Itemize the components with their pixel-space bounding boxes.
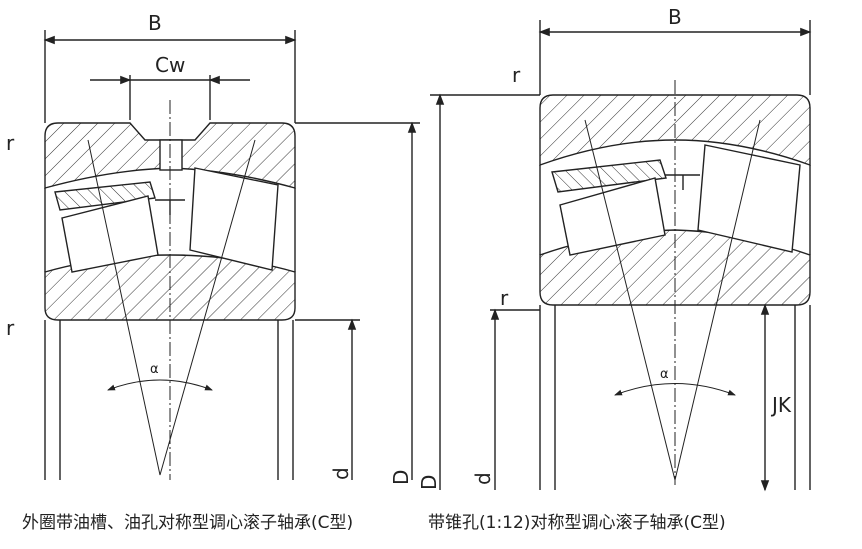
label-D-right: D	[417, 475, 441, 490]
right-bearing	[430, 20, 812, 492]
right-roller-left	[559, 177, 666, 256]
label-B-right: B	[668, 5, 682, 29]
label-JK: JK	[770, 393, 792, 417]
label-B-left: B	[148, 11, 162, 35]
label-alpha-left: α	[150, 362, 159, 377]
right-angle-arc	[614, 383, 736, 396]
label-r-left-top: r	[6, 131, 15, 155]
caption-right: 带锥孔(1:12)对称型调心滚子轴承(C型)	[428, 513, 726, 533]
left-contact-lines	[87, 139, 256, 476]
right-side-faces	[539, 165, 811, 255]
label-r-left-bottom: r	[6, 316, 15, 340]
left-extension-lines	[44, 30, 296, 123]
left-oil-hole	[159, 139, 183, 171]
caption-left: 外圈带油槽、油孔对称型调心滚子轴承(C型)	[22, 513, 354, 533]
label-D-left: D	[389, 470, 413, 485]
label-alpha-right: α	[660, 367, 669, 382]
right-roller-right	[697, 144, 801, 253]
label-d-right: d	[471, 472, 495, 485]
right-diameter-extension-lines	[430, 94, 540, 311]
left-roller-left	[61, 195, 159, 273]
left-roller-right	[189, 167, 279, 271]
left-shaft-lines	[44, 320, 294, 480]
right-cage	[551, 159, 667, 193]
left-cage	[54, 181, 156, 211]
label-r-right-bottom: r	[500, 286, 509, 310]
label-Cw: Cw	[155, 53, 185, 77]
left-angle-arc	[107, 379, 213, 391]
label-d-left: d	[329, 467, 353, 480]
left-bearing	[43, 30, 420, 480]
right-contact-lines	[584, 119, 761, 481]
left-diameter-extension-lines	[295, 122, 420, 321]
left-side-faces	[44, 188, 296, 272]
label-r-right-top: r	[512, 63, 521, 87]
right-shaft-lines	[539, 305, 811, 490]
